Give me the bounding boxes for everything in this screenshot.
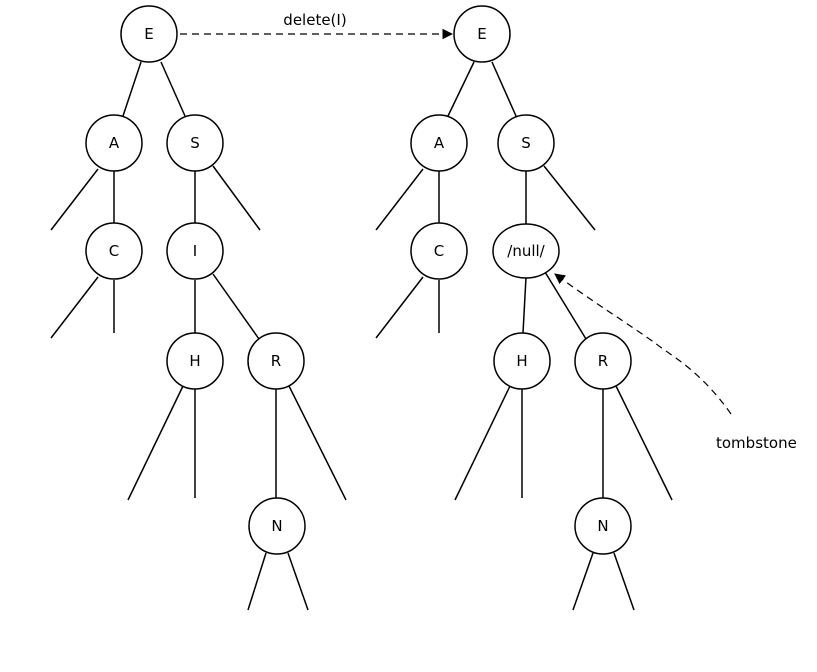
edge-e-a — [122, 61, 142, 117]
edge-i-r — [212, 273, 260, 340]
edge-a-left-null — [50, 168, 99, 231]
node-i: I — [166, 222, 224, 280]
after-edge-e-s — [491, 61, 517, 117]
after-node-e: E — [453, 5, 511, 63]
edge-s-right-null — [212, 165, 261, 231]
node-h-label: H — [189, 352, 200, 370]
node-s-label: S — [190, 134, 200, 152]
after-node-n-label: N — [597, 517, 608, 535]
after-node-h: H — [493, 332, 551, 390]
tombstone-node-label: /null/ — [507, 242, 545, 260]
node-e: E — [120, 5, 178, 63]
after-edge-c-left-null — [375, 276, 424, 339]
edge-h-left-null — [127, 385, 184, 501]
edge-c-left-null — [50, 276, 99, 339]
after-node-e-label: E — [477, 25, 486, 43]
after-tree: E A S C /null/ H R N — [375, 5, 673, 611]
node-c: C — [85, 222, 143, 280]
tombstone-node: /null/ — [492, 223, 560, 279]
edge-e-s — [160, 61, 186, 117]
tombstone-annotation: tombstone — [554, 273, 797, 452]
edge-r-right-null — [288, 385, 347, 501]
node-n: N — [248, 497, 306, 555]
edge-n-left-null — [247, 552, 267, 611]
tombstone-label: tombstone — [716, 434, 797, 452]
after-node-c-label: C — [434, 242, 444, 260]
after-node-h-label: H — [516, 352, 527, 370]
after-edge-n-left-null — [572, 552, 594, 611]
after-node-s-label: S — [521, 134, 531, 152]
operation-label: delete(I) — [283, 11, 346, 29]
node-c-label: C — [109, 242, 119, 260]
after-edge-s-right-null — [543, 165, 596, 231]
node-i-label: I — [193, 242, 197, 260]
after-edge-null-r — [544, 271, 587, 340]
after-edge-e-a — [447, 61, 475, 117]
after-edge-a-left-null — [375, 168, 424, 231]
operation-arrow: delete(I) — [180, 11, 454, 40]
after-node-r-label: R — [598, 352, 608, 370]
edge-n-right-null — [287, 552, 309, 611]
node-r: R — [247, 332, 305, 390]
after-edge-r-right-null — [615, 385, 673, 501]
node-e-label: E — [144, 25, 153, 43]
after-node-a-label: A — [434, 134, 445, 152]
after-node-a: A — [410, 114, 468, 172]
after-edge-null-h — [522, 276, 527, 334]
after-node-r: R — [574, 332, 632, 390]
node-n-label: N — [271, 517, 282, 535]
after-edge-n-right-null — [613, 552, 635, 611]
node-a-label: A — [109, 134, 120, 152]
node-a: A — [85, 114, 143, 172]
after-node-c: C — [410, 222, 468, 280]
after-node-n: N — [574, 497, 632, 555]
after-node-s: S — [497, 114, 555, 172]
node-s: S — [166, 114, 224, 172]
before-tree: E A S C I H R N — [50, 5, 347, 611]
node-r-label: R — [271, 352, 281, 370]
after-edge-h-left-null — [454, 385, 511, 501]
node-h: H — [166, 332, 224, 390]
